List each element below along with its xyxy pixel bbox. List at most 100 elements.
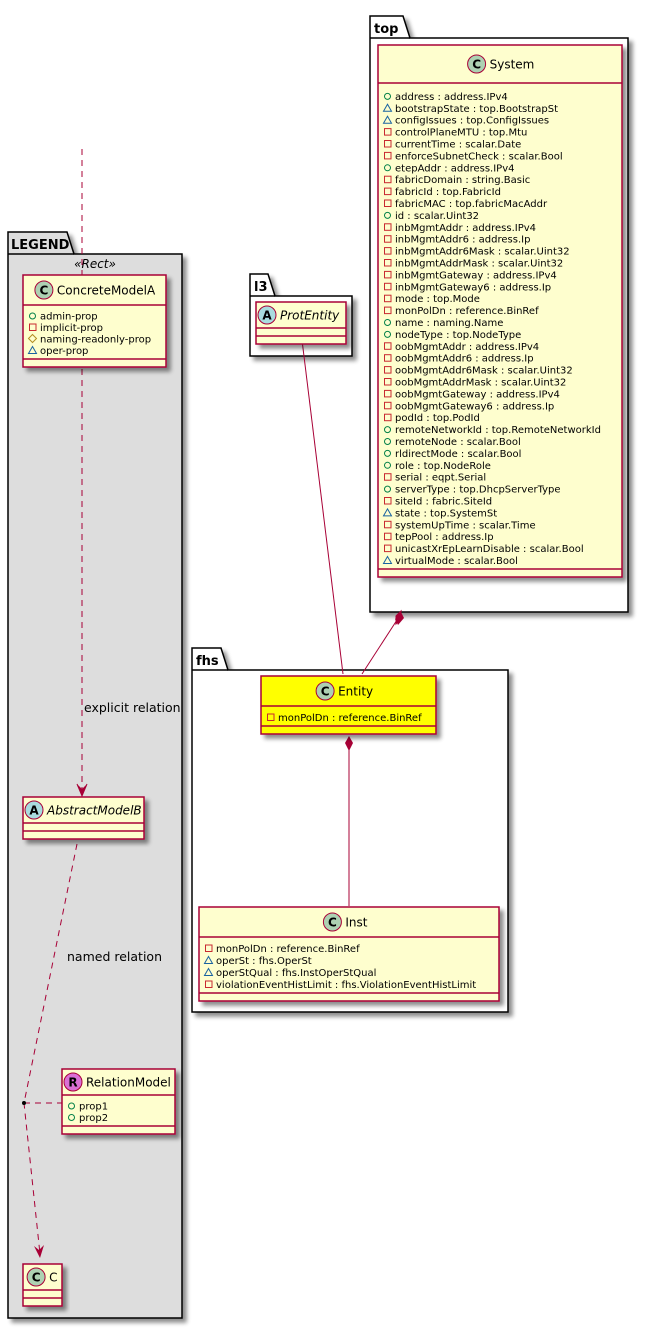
private-visibility-icon [384, 497, 392, 505]
public-visibility-icon [384, 461, 391, 469]
public-visibility-icon [384, 211, 391, 219]
class-name: Inst [345, 916, 367, 930]
attribute-row: etepAddr : address.IPv4 [384, 163, 515, 174]
attribute-row: systemUpTime : scalar.Time [384, 520, 536, 531]
attribute-row: rldirectMode : scalar.Bool [384, 449, 521, 460]
abstract-class-icon: A [24, 800, 44, 820]
attribute-row: inbMgmtAddr6 : address.Ip [384, 235, 530, 246]
attribute-row: fabricDomain : string.Basic [384, 175, 530, 186]
attribute-text: bootstrapState : top.BootstrapSt [395, 104, 558, 115]
class-icon: C [467, 54, 487, 74]
public-visibility-icon [384, 92, 391, 100]
private-visibility-icon [384, 223, 392, 231]
attribute-text: serverType : top.DhcpServerType [395, 485, 561, 496]
attribute-text: siteId : fabric.SiteId [395, 497, 492, 508]
attribute-text: id : scalar.Uint32 [395, 211, 479, 222]
attribute-text: fabricDomain : string.Basic [395, 175, 530, 186]
attribute-row: id : scalar.Uint32 [384, 211, 479, 222]
attribute-text: inbMgmtAddr6 : address.Ip [395, 235, 530, 246]
private-visibility-icon [384, 175, 392, 184]
public-visibility-icon [68, 1102, 75, 1110]
class-box [198, 906, 500, 1002]
attribute-row: monPolDn : reference.BinRef [384, 306, 539, 317]
attribute-text: monPolDn : reference.BinRef [278, 713, 422, 724]
attribute-row: remoteNetworkId : top.RemoteNetworkId [384, 425, 601, 436]
public-visibility-icon [29, 312, 36, 320]
attribute-row: controlPlaneMTU : top.Mtu [384, 128, 527, 139]
composition-diamond-entity [345, 736, 353, 751]
private-visibility-icon [384, 342, 392, 350]
public-visibility-icon [384, 164, 391, 172]
attribute-text: inbMgmtAddrMask : scalar.Uint32 [395, 259, 563, 270]
class-icon: C [34, 280, 54, 300]
attribute-text: controlPlaneMTU : top.Mtu [395, 128, 527, 139]
public-visibility-icon [384, 330, 391, 338]
attribute-row: oobMgmtAddr6 : address.Ip [384, 354, 534, 365]
private-visibility-icon [384, 294, 392, 303]
attribute-row: oobMgmtAddr : address.IPv4 [384, 342, 539, 353]
private-visibility-icon [205, 980, 213, 988]
public-visibility-icon [384, 426, 391, 434]
private-visibility-icon [205, 944, 213, 952]
private-visibility-icon [384, 199, 392, 207]
attribute-row: enforceSubnetCheck : scalar.Bool [384, 151, 563, 162]
attribute-row: naming-readonly-prop [27, 333, 151, 346]
attribute-row: inbMgmtGateway6 : address.Ip [384, 282, 551, 293]
attribute-row: operStQual : fhs.InstOperStQual [203, 967, 376, 979]
private-visibility-icon [384, 306, 392, 315]
attribute-text: oper-prop [40, 346, 88, 357]
private-visibility-icon [384, 473, 392, 481]
attribute-text: oobMgmtAddr : address.IPv4 [395, 342, 539, 353]
private-visibility-icon [384, 378, 392, 386]
legend-stereotype: «Rect» [74, 257, 116, 271]
attribute-row: prop1 [68, 1102, 108, 1113]
private-visibility-icon [384, 520, 392, 529]
attribute-row: mode : top.Mode [384, 294, 480, 305]
private-visibility-icon [384, 401, 392, 410]
attribute-row: violationEventHistLimit : fhs.ViolationE… [205, 980, 476, 991]
protected-visibility-icon [27, 333, 38, 344]
svg-text:R: R [68, 1076, 77, 1090]
private-visibility-icon [384, 282, 392, 291]
private-visibility-icon [384, 151, 392, 160]
attribute-text: virtualMode : scalar.Bool [395, 556, 518, 567]
named-relation-label: named relation [67, 949, 162, 964]
attribute-text: podId : top.PodId [395, 413, 480, 424]
class-name: ConcreteModelA [57, 284, 156, 298]
attribute-row: name : naming.Name [384, 318, 503, 329]
attribute-row: inbMgmtAddr6Mask : scalar.Uint32 [384, 247, 570, 258]
private-visibility-icon [384, 354, 392, 362]
attribute-row: remoteNode : scalar.Bool [384, 437, 521, 448]
attribute-text: prop1 [79, 1102, 108, 1113]
attribute-row: oobMgmtAddrMask : scalar.Uint32 [384, 378, 566, 389]
attribute-text: admin-prop [40, 312, 98, 323]
attribute-text: configIssues : top.ConfigIssues [395, 116, 549, 127]
association-point [22, 1101, 26, 1105]
attribute-row: currentTime : scalar.Date [384, 140, 521, 151]
attribute-text: rldirectMode : scalar.Bool [395, 449, 521, 460]
class-name: Entity [338, 685, 373, 699]
package-visibility-icon [203, 967, 214, 976]
package-fhs-title: fhs [196, 654, 219, 669]
attribute-text: remoteNetworkId : top.RemoteNetworkId [395, 425, 601, 436]
attribute-row: configIssues : top.ConfigIssues [382, 115, 549, 127]
class-box [22, 796, 145, 840]
private-visibility-icon [384, 259, 392, 267]
attribute-row: prop2 [68, 1113, 108, 1124]
class-name: RelationModel [86, 1076, 171, 1090]
abstract-class-icon: A [257, 305, 277, 325]
class-name: ProtEntity [280, 309, 340, 323]
package-visibility-icon [27, 345, 38, 354]
private-visibility-icon [267, 713, 275, 721]
attribute-row: oobMgmtGateway6 : address.Ip [384, 401, 554, 412]
attribute-text: etepAddr : address.IPv4 [395, 163, 515, 174]
private-visibility-icon [384, 140, 392, 148]
